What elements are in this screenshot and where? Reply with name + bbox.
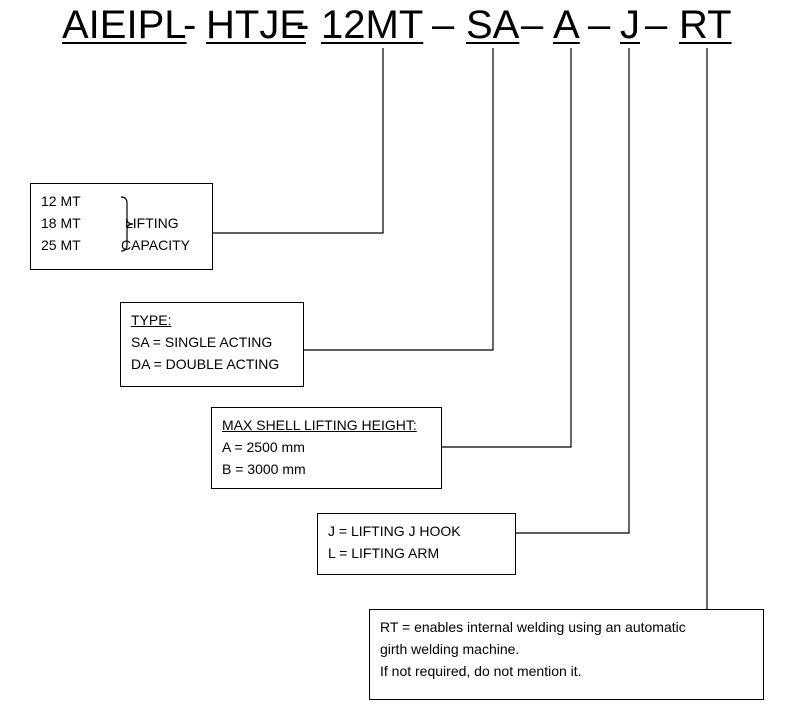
code-company: AIEIPL (62, 3, 187, 47)
code-separator: – (521, 3, 544, 47)
hook-option-l: L = LIFTING ARM (328, 545, 440, 561)
product-code-title: AIEIPL - HTJE - 12MT – SA – A – J – RT (0, 0, 789, 50)
height-option-a: A = 2500 mm (222, 439, 305, 455)
code-type: SA (466, 3, 520, 47)
code-separator: - (183, 3, 197, 47)
height-box: MAX SHELL LIFTING HEIGHT: A = 2500 mm B … (211, 407, 442, 489)
height-heading: MAX SHELL LIFTING HEIGHT: (222, 417, 417, 433)
type-box: TYPE: SA = SINGLE ACTING DA = DOUBLE ACT… (120, 302, 304, 387)
code-height: A (553, 3, 580, 47)
type-option-sa: SA = SINGLE ACTING (131, 334, 273, 350)
hook-box: J = LIFTING J HOOK L = LIFTING ARM (317, 513, 516, 575)
rt-box: RT = enables internal welding using an a… (369, 609, 764, 700)
hook-connector (516, 48, 630, 534)
code-hook: J (620, 3, 640, 47)
code-separator: – (588, 3, 611, 47)
capacity-option: 25 MT (41, 237, 81, 253)
type-connector (304, 48, 494, 351)
code-separator: – (432, 3, 455, 47)
capacity-label-line1: LIFTING (125, 215, 179, 231)
hook-option-j: J = LIFTING J HOOK (328, 523, 461, 539)
code-capacity: 12MT (321, 3, 424, 47)
type-option-da: DA = DOUBLE ACTING (131, 356, 280, 372)
code-rt: RT (679, 3, 732, 47)
type-heading: TYPE: (131, 312, 172, 328)
capacity-option: 12 MT (41, 193, 81, 209)
code-separator: - (296, 3, 310, 47)
code-model: HTJE (206, 3, 306, 47)
capacity-box: 12 MT 18 MT 25 MT LIFTING CAPACITY (30, 183, 213, 270)
capacity-connector (213, 48, 384, 234)
height-connector (442, 48, 572, 448)
rt-description-line1: RT = enables internal welding using an a… (380, 619, 686, 635)
code-separator: – (645, 3, 668, 47)
capacity-option: 18 MT (41, 215, 81, 231)
rt-description-line2: girth welding machine. (380, 641, 520, 657)
brace-icon (120, 196, 134, 252)
height-option-b: B = 3000 mm (222, 461, 306, 477)
rt-description-line3: If not required, do not mention it. (380, 663, 582, 679)
capacity-label-line2: CAPACITY (121, 237, 190, 253)
